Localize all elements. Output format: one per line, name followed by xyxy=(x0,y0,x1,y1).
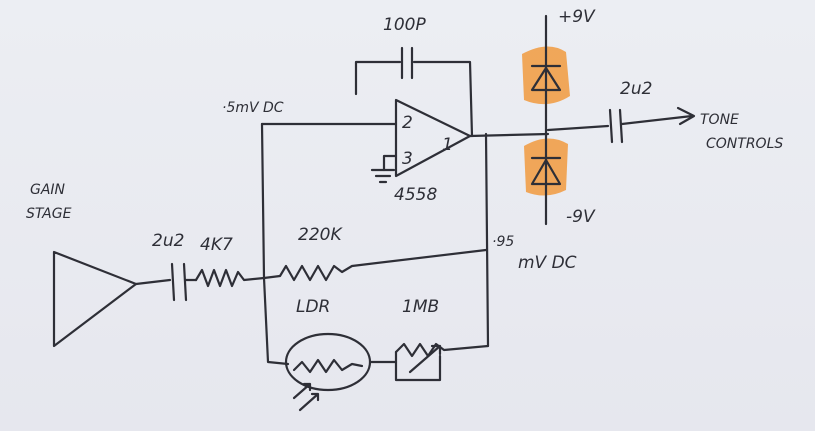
output-capacitor xyxy=(546,106,696,144)
label-pin2: 2 xyxy=(402,113,413,133)
label-tone-line1: TONE xyxy=(700,112,739,128)
label-voltage-right-line2: mV DC xyxy=(518,253,577,273)
label-res-4k7: 4K7 xyxy=(200,235,233,255)
label-cap-output: 2u2 xyxy=(620,79,652,99)
input-capacitor xyxy=(170,262,198,302)
opamp-4558 xyxy=(394,98,550,178)
resistor-220k xyxy=(262,248,488,282)
label-pin1: 1 xyxy=(442,135,453,155)
diode-top xyxy=(530,14,562,136)
resistor-4k7 xyxy=(194,268,266,288)
label-neg-supply: -9V xyxy=(566,207,596,227)
feedback-capacitor xyxy=(354,46,474,138)
label-voltage-top: ·5mV DC xyxy=(222,100,284,116)
gain-stage-amp xyxy=(52,250,172,348)
label-cap-feedback: 100P xyxy=(383,15,426,35)
label-pos-supply: +9V xyxy=(558,7,596,27)
pot-1mb xyxy=(394,342,490,382)
label-pin3: 3 xyxy=(402,149,413,169)
label-res-220k: 220K xyxy=(298,225,343,245)
label-tone-line2: CONTROLS xyxy=(706,136,783,152)
label-ldr: LDR xyxy=(296,297,330,317)
label-gain-line1: GAIN xyxy=(30,182,66,198)
output-vertical-wire xyxy=(484,132,490,348)
bottom-loop-wire xyxy=(262,276,290,366)
label-voltage-right-line1: ·95 xyxy=(492,234,514,250)
ldr-component xyxy=(284,332,372,412)
noninverting-ground xyxy=(370,154,398,184)
left-vertical-wire xyxy=(260,122,266,280)
label-opamp: 4558 xyxy=(394,185,437,205)
label-gain-line2: STAGE xyxy=(26,206,72,222)
diode-bottom xyxy=(530,132,562,226)
label-res-1mb: 1MB xyxy=(402,297,439,317)
label-cap-input: 2u2 xyxy=(152,231,184,251)
